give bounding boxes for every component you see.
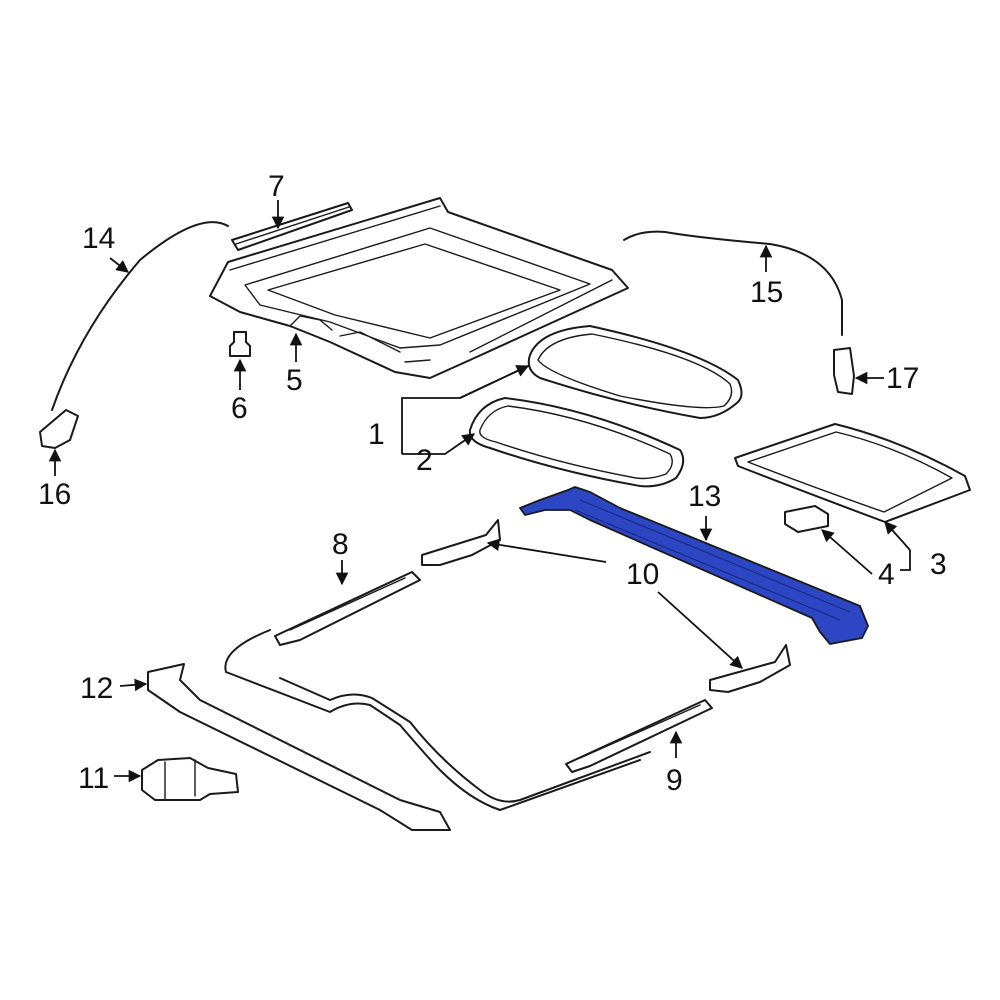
callout-4: 4 <box>878 558 895 591</box>
leader-10-left <box>486 538 607 563</box>
callout-2: 2 <box>416 444 433 477</box>
callout-7: 7 <box>268 170 285 203</box>
hose-elbow-left-part <box>39 409 79 449</box>
callout-8: 8 <box>332 528 349 561</box>
callout-3: 3 <box>930 548 947 581</box>
callout-11: 11 <box>78 762 109 795</box>
leader-10-right <box>657 591 743 669</box>
left-guide-rail-part <box>274 571 421 646</box>
callout-16: 16 <box>38 478 71 511</box>
leader-lines <box>48 200 911 783</box>
hose-elbow-right-part <box>833 347 855 395</box>
wind-deflector-part <box>231 202 353 251</box>
callout-1: 1 <box>368 418 385 451</box>
leader-14 <box>109 257 129 273</box>
leader-3 <box>884 521 911 551</box>
callout-5: 5 <box>286 364 303 397</box>
right-guide-rail-part <box>565 699 713 773</box>
leader-3-4-bracket <box>900 550 911 571</box>
bracket-part-left <box>421 519 501 566</box>
drain-hose-right-part <box>623 230 843 336</box>
callout-labels: 7 14 15 5 6 17 1 2 16 13 8 3 4 10 12 11 … <box>38 170 947 797</box>
glass-seal-part <box>468 397 685 488</box>
rear-rail-part <box>147 663 451 831</box>
callout-9: 9 <box>666 764 683 797</box>
sunroof-motor-part <box>141 757 239 801</box>
sunroof-frame-part <box>209 197 629 379</box>
bracket-part-right <box>709 644 791 693</box>
sunshade-part <box>734 423 971 523</box>
clip-part <box>229 331 251 357</box>
leader-4 <box>821 529 873 575</box>
callout-15: 15 <box>750 276 783 309</box>
callout-13: 13 <box>688 480 721 513</box>
leader-2 <box>402 433 476 455</box>
callout-17: 17 <box>886 362 919 395</box>
drive-cable-part <box>224 629 651 811</box>
callout-6: 6 <box>231 392 248 425</box>
callout-14: 14 <box>82 222 115 255</box>
drain-hose-left-part <box>51 221 229 411</box>
callout-10: 10 <box>626 558 659 591</box>
glass-panel-part <box>527 325 743 419</box>
callout-12: 12 <box>80 672 113 705</box>
rear-cross-member-part <box>519 486 869 645</box>
handle-part <box>784 505 829 533</box>
leader-1-arrow <box>459 365 530 399</box>
leader-12 <box>119 678 148 692</box>
